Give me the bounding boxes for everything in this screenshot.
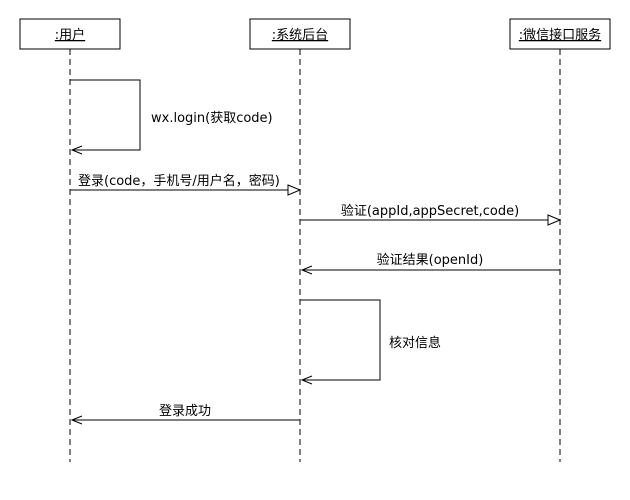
message-check-info-label: 核对信息	[389, 335, 441, 351]
message-wx-login-arrow	[70, 79, 141, 150]
participant-backend: :系统后台	[249, 18, 351, 50]
participant-wechat-label: :微信接口服务	[519, 27, 601, 43]
message-login-label: 登录(code，手机号/用户名，密码)	[78, 173, 280, 189]
message-verify-result-label: 验证结果(openId)	[377, 252, 484, 268]
message-check-info-arrow	[300, 299, 381, 380]
participant-user-label: :用户	[55, 27, 85, 43]
message-wx-login-label: wx.login(获取code)	[151, 111, 273, 126]
message-login-success-label: 登录成功	[159, 404, 211, 419]
participant-user: :用户	[19, 18, 121, 50]
message-verify-label: 验证(appId,appSecret,code)	[341, 203, 519, 219]
participant-backend-label: :系统后台	[272, 28, 328, 43]
participant-wechat: :微信接口服务	[509, 18, 611, 50]
